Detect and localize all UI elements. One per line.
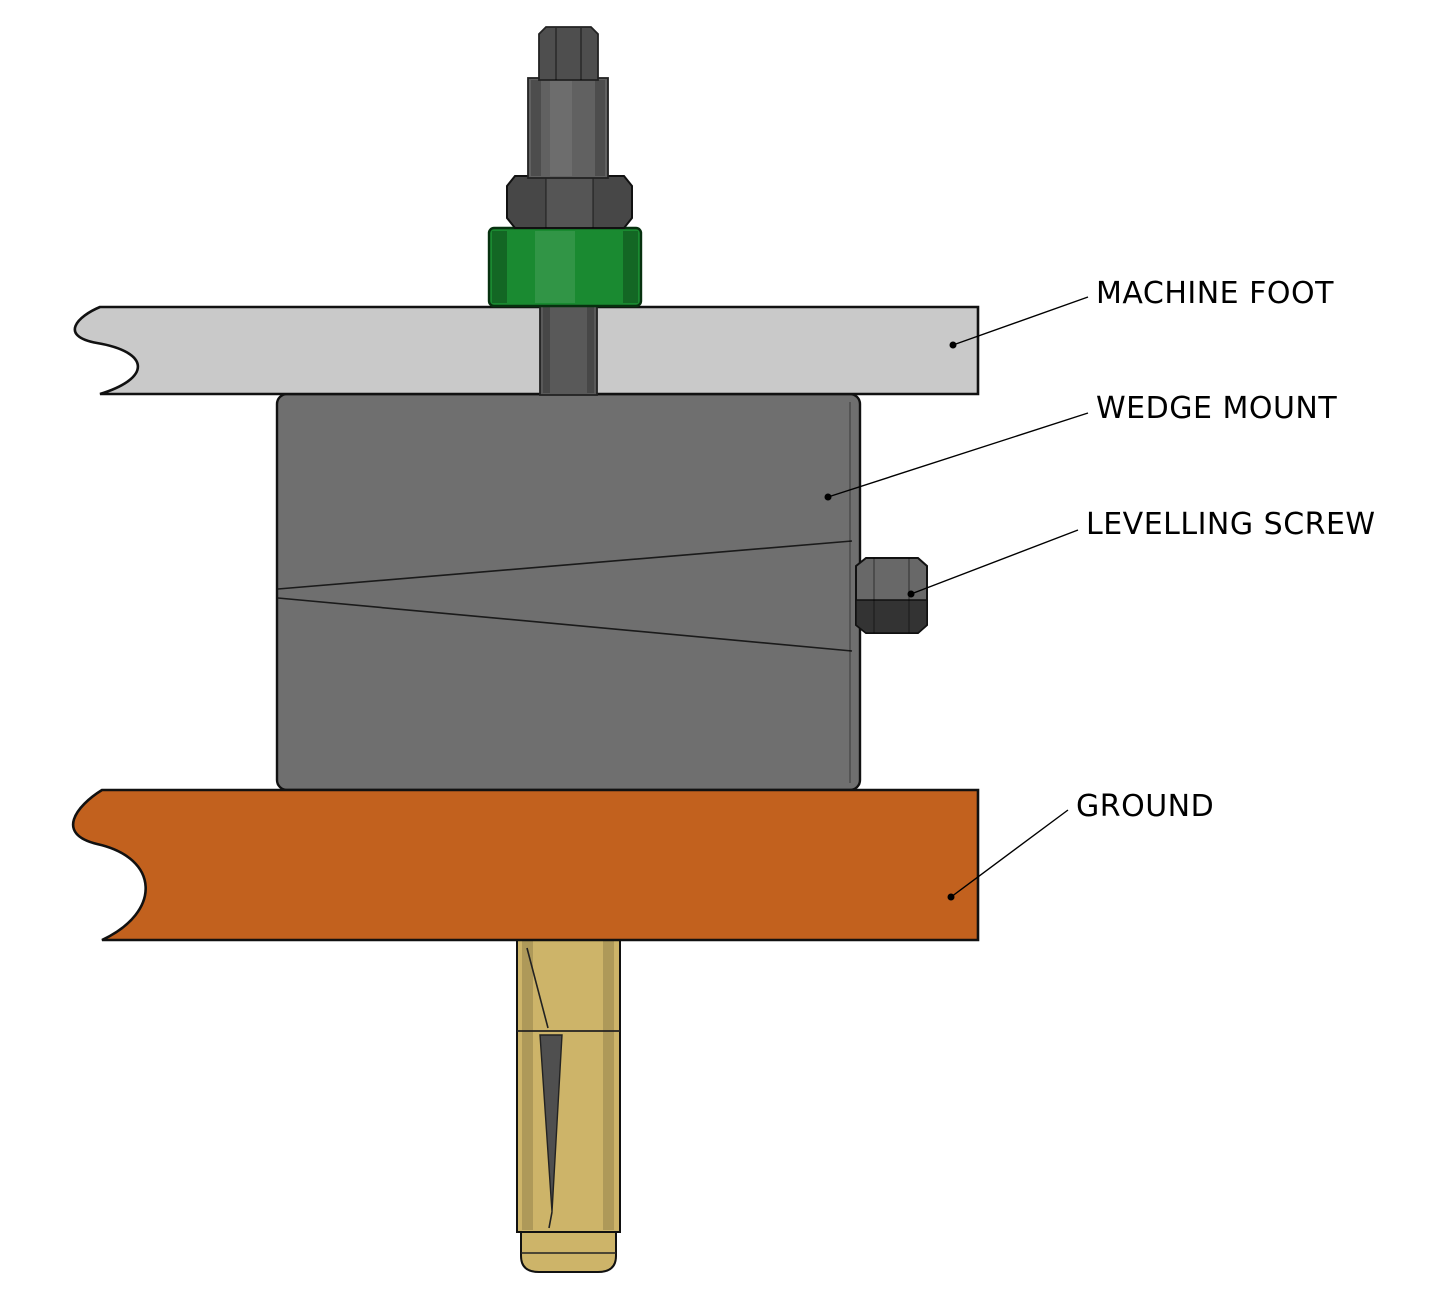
leader-dot-ground [947,893,955,901]
wedge-split-line-lower [277,597,853,652]
leader-dot-machine-foot [949,341,957,349]
wedge-mount-body [275,392,862,792]
bolt-shaft-shade-right [587,227,594,393]
leader-lines [824,296,1089,901]
anchor-bolt [516,917,621,1273]
leader-wedge-mount [827,412,1089,498]
leader-machine-foot [952,296,1089,346]
levelling-screw-nut-dark [855,599,928,634]
machine-foot-plate [73,305,980,396]
wedge-split-line-upper [277,540,853,590]
cylinder-shade-right [595,80,605,176]
leader-levelling-screw [910,529,1079,595]
anchor-slot-line [526,947,549,1029]
bolt-cylinder [527,77,609,179]
washer-shade-right [623,231,638,303]
label-ground: GROUND [1076,789,1214,824]
wedge-mount [275,392,862,792]
label-machine-foot: MACHINE FOOT [1096,276,1334,311]
anchor-shading-right [603,920,614,1230]
callout-labels: MACHINE FOOT WEDGE MOUNT LEVELLING SCREW… [1076,276,1376,824]
bolt-shaft-shade-left [543,227,550,393]
leader-dot-wedge-mount [824,493,832,501]
machine-foot [73,305,980,396]
anchor-bolt-shaft [516,917,621,1233]
bolt-drive-end [538,26,599,81]
cylinder-highlight [550,80,572,176]
anchor-wedge-tip-line [548,1211,553,1229]
nut-center-facet [546,177,593,227]
washer-shade-left [492,231,507,303]
anchor-expansion-wedge [539,1034,563,1213]
leader-dot-levelling-screw [907,590,915,598]
label-wedge-mount: WEDGE MOUNT [1096,391,1337,426]
label-levelling-screw: LEVELLING SCREW [1086,507,1376,542]
leader-ground [950,809,1069,898]
washer-highlight [535,231,575,303]
ground-plate [72,788,980,942]
levelling-screw [855,557,928,634]
clamping-bolt [487,26,643,396]
anchor-shading-left [522,920,533,1230]
anchor-bottom-cap [520,1231,617,1273]
ground [72,788,980,942]
cylinder-shade-left [531,80,541,176]
